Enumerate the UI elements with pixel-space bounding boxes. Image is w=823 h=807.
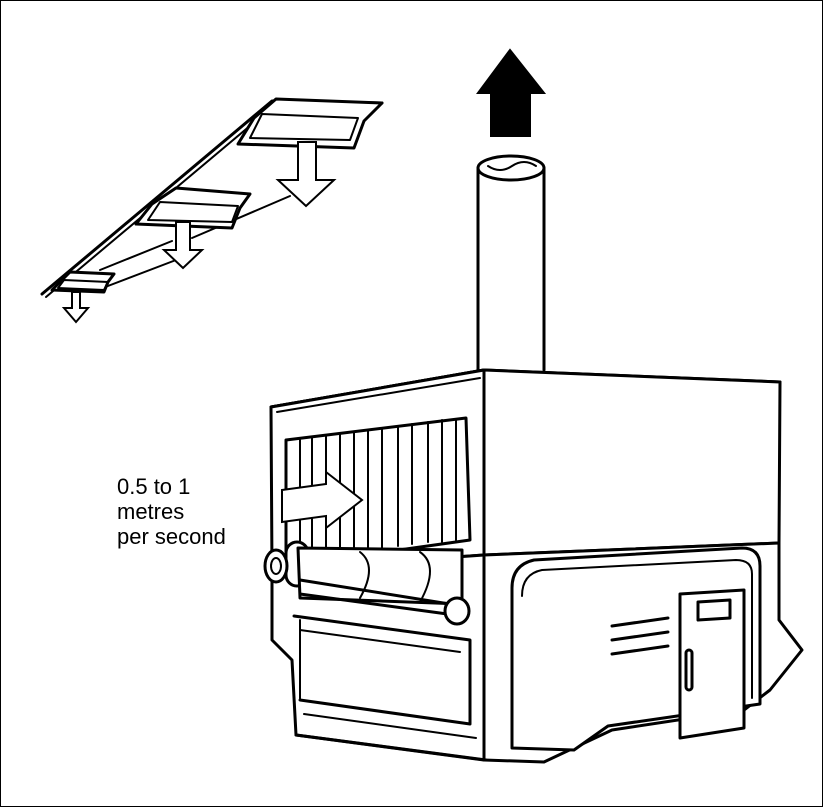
extraction-hood xyxy=(269,368,782,572)
airflow-label-line-3: per second xyxy=(117,524,226,549)
airflow-label-line-1: 0.5 to 1 xyxy=(117,474,191,499)
airflow-velocity-label: 0.5 to 1 metres per second xyxy=(117,474,226,549)
control-cabinet xyxy=(510,546,762,752)
exhaust-stack xyxy=(476,154,546,372)
exhaust-up-arrow xyxy=(476,48,547,137)
ceiling-diffuser-small xyxy=(50,270,116,294)
airflow-into-hood-arrow xyxy=(281,469,364,531)
supply-air-down-arrow-medium xyxy=(161,221,205,270)
supply-air-down-arrow-large xyxy=(275,141,337,208)
supply-air-down-arrow-small xyxy=(61,291,91,324)
ceiling-diffuser-large xyxy=(236,97,384,150)
airflow-label-line-2: metres xyxy=(117,499,185,524)
ceiling-diffuser-medium xyxy=(134,186,252,230)
